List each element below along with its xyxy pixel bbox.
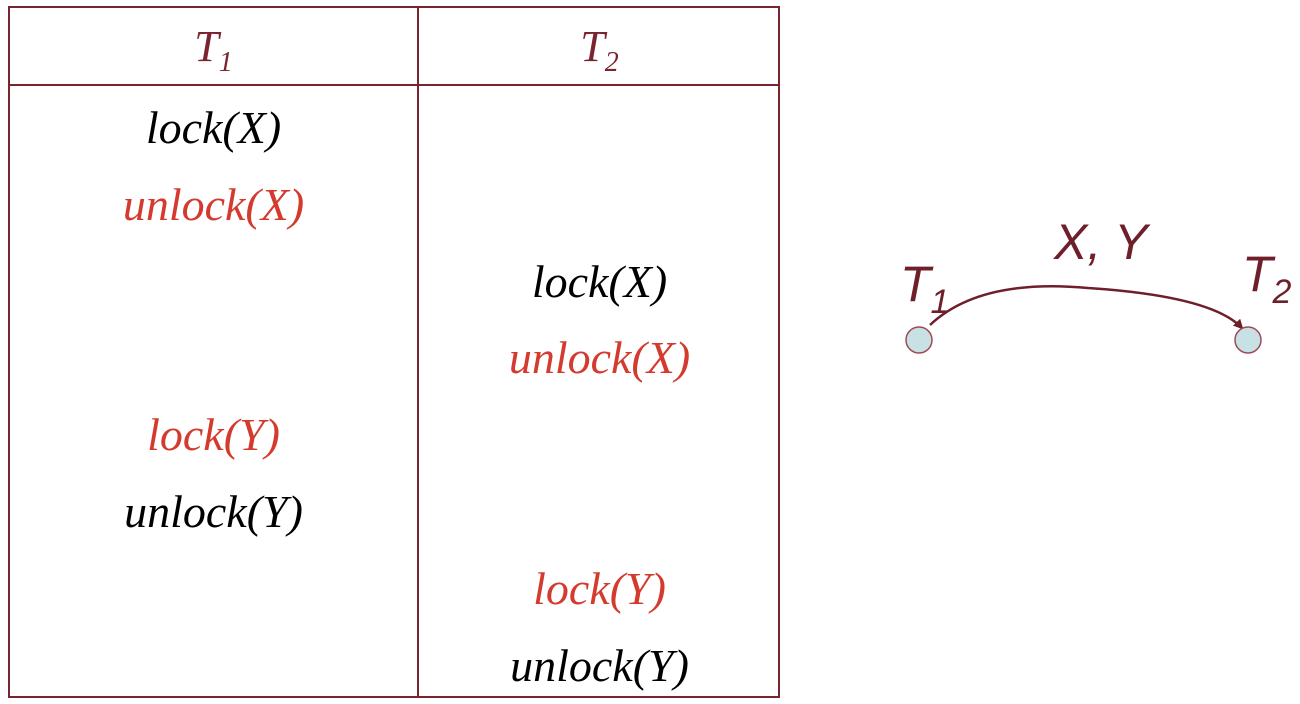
graph-node-t2-label: T2 [1242,246,1292,311]
graph-node-t2 [1234,326,1262,354]
column-header-t2: T2 [580,22,619,78]
graph-node-t1 [905,326,933,354]
precedence-graph-svg [905,285,1262,354]
precedence-edge [929,285,1244,330]
operation-t2-unlock-y: unlock(Y) [510,640,689,691]
column-header-t1: T1 [194,22,233,78]
operation-t1-lock-y: lock(Y) [147,409,280,460]
header-divider [10,84,778,86]
operation-t2-lock-x: lock(X) [531,256,668,307]
operation-t1-unlock-y: unlock(Y) [124,486,303,537]
schedule-table: T1 T2 lock(X) unlock(X) lock(X) unlock(X… [8,6,780,698]
operation-t1-lock-x: lock(X) [145,102,282,153]
precedence-graph: T1 T2 X, Y [860,190,1300,390]
operation-t2-unlock-x: unlock(X) [508,332,691,383]
edge-label: X, Y [1054,214,1148,270]
graph-node-t1-label: T1 [900,256,950,321]
column-divider [417,8,419,696]
operation-t1-unlock-x: unlock(X) [122,179,305,230]
operation-t2-lock-y: lock(Y) [533,563,666,614]
